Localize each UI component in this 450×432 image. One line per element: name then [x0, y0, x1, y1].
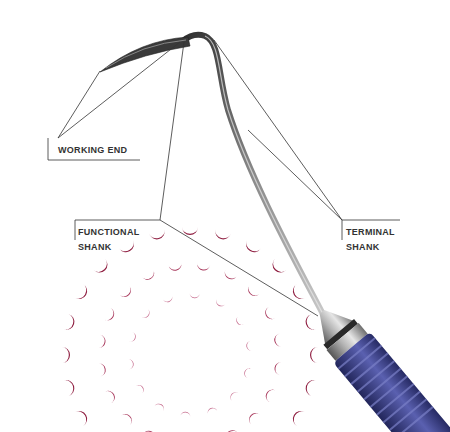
- blade-highlight: [106, 40, 186, 68]
- crescent-ornament: [214, 299, 225, 308]
- crescent-ornament: [136, 383, 146, 394]
- crescent-ornament: [245, 285, 259, 299]
- crescent-ornament: [213, 229, 231, 241]
- crescent-ornament: [274, 361, 282, 375]
- instrument-handle: [304, 297, 450, 432]
- crescent-ornament: [243, 367, 251, 378]
- crescent-ornament: [98, 335, 106, 349]
- crescent-ornament: [264, 387, 276, 402]
- crescent-ornament: [149, 229, 167, 241]
- crescent-ornament: [290, 284, 305, 302]
- crescent-ornament: [228, 390, 238, 401]
- crescent-ornament: [128, 359, 134, 370]
- part-label: WORKING END: [58, 143, 158, 158]
- crescent-ornament: [196, 263, 210, 271]
- crescent-ornament: [189, 293, 199, 299]
- crescent-ornament: [105, 308, 117, 323]
- crescent-ornament: [206, 406, 217, 414]
- shank-highlight: [205, 36, 325, 318]
- crescent-ornament: [234, 316, 244, 327]
- decorative-ring: [62, 227, 318, 432]
- crescent-ornament: [243, 240, 261, 255]
- crescent-ornament: [143, 429, 158, 432]
- crescent-ornament: [64, 314, 76, 332]
- crescent-ornament: [129, 332, 137, 343]
- crescent-ornament: [304, 314, 316, 332]
- crescent-ornament: [142, 270, 157, 282]
- instrument-shank: [183, 35, 325, 318]
- working-end-blade: [100, 37, 190, 72]
- crescent-ornament: [169, 263, 183, 272]
- crescent-ornament: [155, 402, 166, 411]
- leader-lines: [48, 40, 400, 316]
- part-label: TERMINAL SHANK: [346, 225, 408, 255]
- crescent-ornament: [310, 347, 318, 363]
- crescent-ornament: [75, 284, 90, 302]
- crescent-ornament: [75, 408, 90, 426]
- crescent-ornament: [263, 307, 275, 322]
- crescent-ornament: [62, 347, 70, 363]
- crescent-ornament: [222, 270, 237, 282]
- crescent-ornament: [290, 408, 305, 426]
- crescent-ornament: [273, 334, 282, 348]
- crescent-ornament: [121, 411, 135, 425]
- part-label: FUNCTIONAL SHANK: [78, 225, 158, 255]
- crescent-ornament: [94, 259, 111, 276]
- crescent-ornament: [246, 410, 260, 424]
- crescent-ornament: [246, 341, 252, 352]
- crescent-ornament: [163, 295, 174, 303]
- crescent-ornament: [98, 363, 107, 377]
- crescent-ornament: [180, 411, 190, 417]
- crescent-ornament: [269, 259, 286, 276]
- crescent-ornament: [304, 378, 316, 396]
- crescent-ornament: [64, 378, 76, 396]
- crescent-ornament: [119, 240, 137, 255]
- crescent-ornament: [182, 227, 198, 235]
- crescent-ornament: [141, 309, 151, 320]
- crescent-ornament: [224, 428, 239, 432]
- crescent-ornament: [120, 286, 134, 300]
- crescent-ornament: [105, 389, 117, 404]
